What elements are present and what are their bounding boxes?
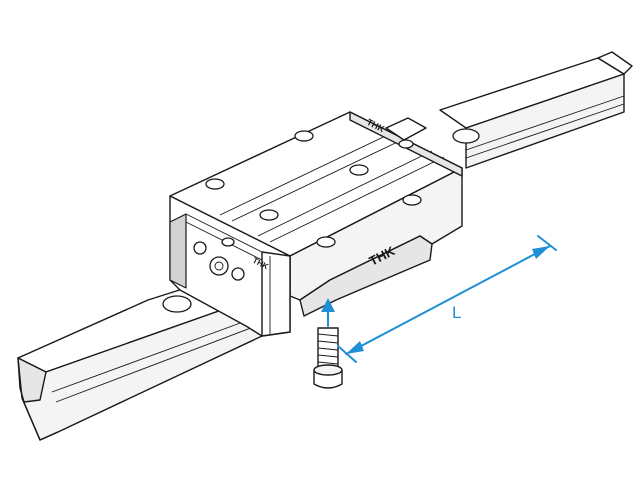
extension-line-right <box>537 235 557 251</box>
end-hole-right <box>231 267 245 281</box>
top-hole-1 <box>294 130 314 142</box>
top-hole-7 <box>398 139 414 149</box>
extension-line-left <box>337 345 357 363</box>
dimension-L <box>337 235 557 363</box>
end-hole-left <box>193 241 207 255</box>
bolt-insert-arrow <box>321 298 335 327</box>
top-hole-5 <box>259 209 279 221</box>
dimension-label: L <box>452 303 461 322</box>
rail-right <box>439 51 633 169</box>
dimension-line <box>345 245 551 355</box>
top-hole-3 <box>402 194 422 206</box>
rail-hole-left <box>162 295 192 313</box>
top-hole-6 <box>316 236 336 248</box>
top-hole-4 <box>205 178 225 190</box>
top-hole-2 <box>349 164 369 176</box>
bolt <box>313 327 343 389</box>
end-plug <box>221 237 235 247</box>
carriage-block <box>169 111 463 337</box>
grease-nipple <box>209 256 229 276</box>
rail-hole-right <box>452 128 480 144</box>
